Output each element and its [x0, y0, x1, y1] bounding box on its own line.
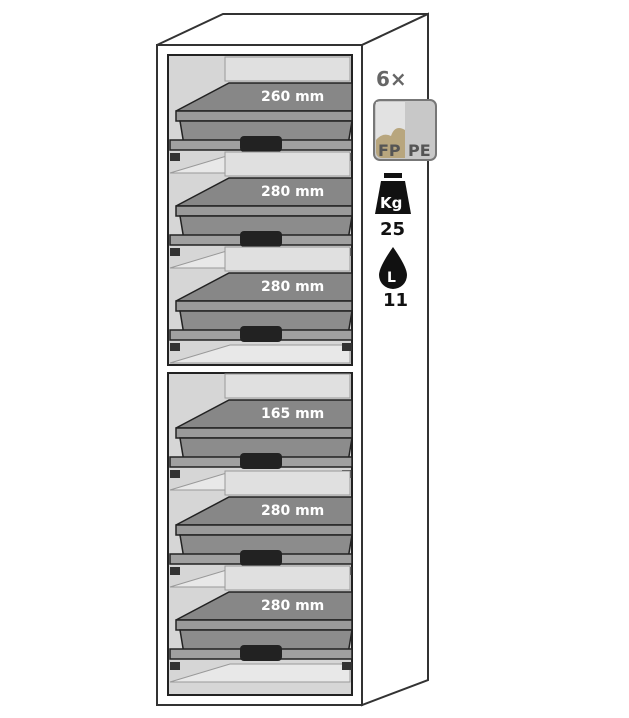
count-label: 6× [376, 67, 407, 91]
svg-text:L: L [387, 270, 396, 286]
svg-text:PE: PE [408, 141, 431, 160]
drawer-handle[interactable] [240, 231, 282, 247]
weight-value: 25 [380, 219, 405, 240]
drawer-handle[interactable] [240, 136, 282, 152]
drawer-height-label: 280 mm [261, 598, 324, 614]
volume-icon: L [379, 247, 407, 289]
svg-text:FP: FP [378, 141, 401, 160]
drawer-handle[interactable] [240, 326, 282, 342]
drawer-handle[interactable] [240, 550, 282, 566]
drawer-height-label: 280 mm [261, 503, 324, 519]
drawer[interactable]: 280 mm [169, 246, 353, 364]
drawer-height-label: 260 mm [261, 89, 324, 105]
drawer-height-label: 280 mm [261, 279, 324, 295]
volume-value: 11 [383, 290, 408, 311]
drawer-height-label: 280 mm [261, 184, 324, 200]
drawer-handle[interactable] [240, 453, 282, 469]
material-icon: FP PE [373, 99, 437, 161]
drawer-handle[interactable] [240, 645, 282, 661]
drawer[interactable]: 280 mm [169, 151, 353, 269]
weight-icon: Kg [375, 173, 411, 214]
drawer-height-label: 165 mm [261, 406, 324, 422]
drawer[interactable]: 280 mm [169, 565, 353, 683]
svg-text:Kg: Kg [380, 194, 402, 212]
